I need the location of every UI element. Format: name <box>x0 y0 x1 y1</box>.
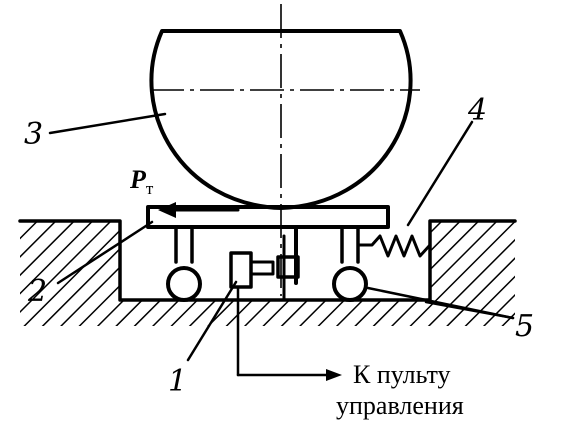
label-spring: 4 <box>467 93 487 128</box>
leader-line-2 <box>56 220 154 285</box>
label-sensor: 1 <box>168 364 187 399</box>
label-platform: 2 <box>27 274 47 309</box>
sensor <box>229 225 300 302</box>
force-label: Pт <box>129 165 154 198</box>
ground <box>18 219 517 326</box>
leader-line-4 <box>406 120 474 227</box>
force-symbol: P <box>129 165 147 194</box>
label-rollers: 5 <box>515 309 534 344</box>
force-subscript: т <box>146 179 154 198</box>
force-arrow <box>158 202 240 218</box>
roller-left <box>166 225 202 302</box>
leader-line-3 <box>48 112 167 135</box>
platform <box>146 205 390 229</box>
spring <box>356 234 432 258</box>
label-bowl: 3 <box>24 117 43 152</box>
leader-line-5b <box>424 300 515 320</box>
leader-line-1 <box>186 280 238 362</box>
control-text-line2: управления <box>336 391 464 420</box>
signal-line <box>236 285 342 381</box>
roller-right <box>332 225 368 302</box>
control-text-line1: К пульту <box>353 360 450 389</box>
